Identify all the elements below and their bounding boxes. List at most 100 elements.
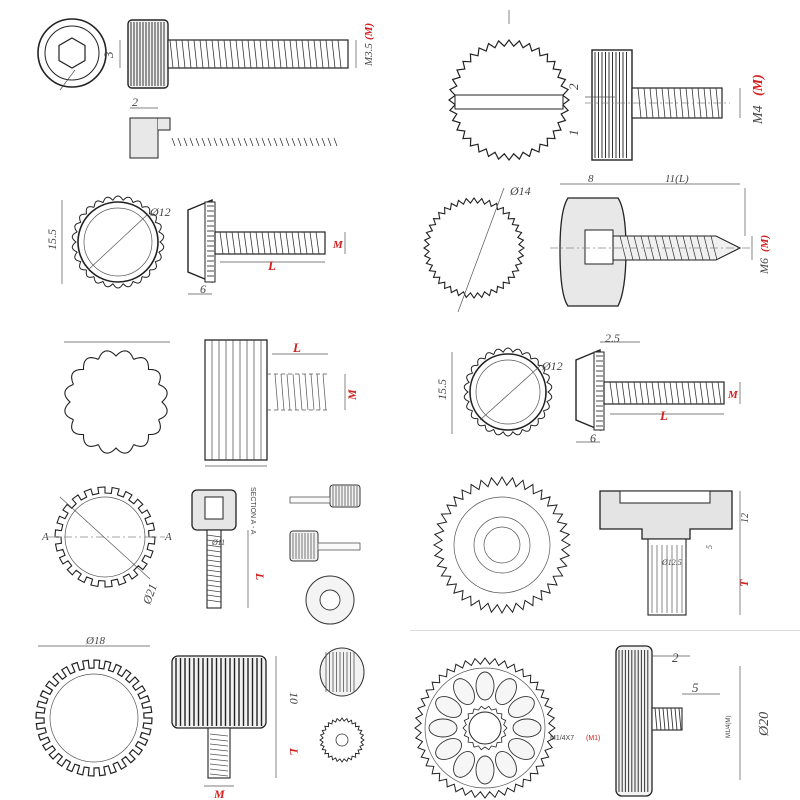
hatch-stroke: [205, 39, 210, 69]
panel-large-knob: 12 Ø12.5 5 T: [400, 475, 800, 630]
hatch-stroke: [219, 231, 224, 255]
large-knob-drawing: 12 Ø12.5 5 T: [432, 475, 751, 616]
scalloped-outline: [64, 350, 168, 454]
hatch-stroke: [273, 231, 278, 255]
hatch-stroke: [225, 231, 230, 255]
hatch-stroke: [322, 373, 327, 411]
hatch-stroke: [298, 373, 303, 411]
hatch-stroke: [255, 231, 260, 255]
shank: [603, 381, 725, 405]
knurled-disc: [448, 39, 570, 161]
gear-knob-section-drawing: A A Ø21 SECTION A - A Ø11 L: [41, 484, 361, 625]
hatch-stroke: [291, 137, 296, 147]
hatch-stroke: [325, 39, 330, 69]
thread-label: M1/4X7: [550, 735, 574, 742]
head-side: [187, 198, 216, 284]
hatch-stroke: [315, 231, 320, 255]
hatch-stroke: [633, 381, 638, 405]
panel-star-knob: M1/4X7 (M1) 2 5 Ø20 M1/4(M): [400, 630, 800, 800]
hatch-stroke: [231, 231, 236, 255]
hatch-stroke: [255, 137, 260, 147]
hub: [468, 711, 502, 745]
section-knob-drawing: Ø14 8 11(L) M6 (M): [423, 173, 771, 313]
knurled-disc: [423, 197, 525, 299]
hatch-stroke: [206, 554, 222, 558]
hatch-stroke: [703, 87, 708, 119]
slotted-screw-drawing: 2 1 M4 (M): [448, 10, 766, 161]
hatch-stroke: [301, 39, 306, 69]
section-arrow-right: A: [164, 531, 172, 543]
hatch-stroke: [209, 773, 229, 777]
hatch-stroke: [666, 707, 670, 731]
top-label: 2.5: [605, 331, 620, 345]
hatch-stroke: [213, 137, 218, 147]
thread-mark: (M1): [586, 735, 600, 742]
hatch-stroke: [687, 381, 692, 405]
hatch-stroke: [651, 381, 656, 405]
square-tooth-gear: [35, 659, 153, 777]
hatch-stroke: [297, 231, 302, 255]
hub-ring: [473, 516, 531, 574]
hatch-stroke: [309, 137, 314, 147]
hatch-stroke: [285, 231, 290, 255]
spoke-pocket: [435, 738, 462, 760]
scalloped-rim: [463, 347, 553, 437]
hatch-stroke: [206, 559, 222, 563]
dia-label: Ø21: [139, 582, 160, 607]
hatch-stroke: [253, 39, 258, 69]
head-face: [469, 353, 547, 431]
hatch-stroke: [169, 39, 174, 69]
hatch-stroke: [235, 39, 240, 69]
hatch-stroke: [206, 574, 222, 578]
hatch-stroke: [291, 231, 296, 255]
dia-leader: [59, 496, 151, 580]
hatch-stroke: [243, 231, 248, 255]
thread-label: M3.5: [363, 43, 375, 67]
hatch-stroke: [273, 137, 278, 147]
hatch-stroke: [297, 137, 302, 147]
hatch-stroke: [337, 39, 342, 69]
hatch-stroke: [189, 137, 194, 147]
hatch-stroke: [327, 137, 332, 147]
hatch-stroke: [231, 137, 236, 147]
d1-label: Ø11: [211, 538, 225, 547]
dia-label: Ø12: [541, 359, 563, 373]
knob-3d-views: [289, 484, 361, 625]
hatch-stroke: [654, 707, 658, 731]
hatch-stroke: [223, 39, 228, 69]
hatch-stroke: [709, 87, 714, 119]
head-face: [77, 201, 159, 283]
spoke-pocket: [453, 678, 475, 705]
thread-mark: (M): [751, 74, 766, 96]
thread-label: M6: [757, 258, 771, 275]
hatch-stroke: [621, 381, 626, 405]
spoke-pocket: [508, 738, 535, 760]
hatch-stroke: [286, 373, 291, 411]
len-label: T: [737, 579, 751, 587]
hatch-stroke: [206, 539, 222, 543]
knob-section-view: [191, 489, 237, 609]
hatch-stroke: [237, 231, 242, 255]
hatch-stroke: [175, 39, 180, 69]
thumb-screw-b-drawing: Ø12 15.5 L M 6 2.5: [435, 331, 741, 445]
height-label: 10: [287, 692, 301, 704]
section-title: SECTION A - A: [249, 487, 256, 535]
panel-section-knob: Ø14 8 11(L) M6 (M): [400, 170, 800, 330]
hatch-stroke: [207, 137, 212, 147]
hatch-stroke: [681, 381, 686, 405]
hatch-stroke: [206, 549, 222, 553]
hatch-stroke: [201, 137, 206, 147]
hatch-stroke: [678, 707, 682, 731]
hatch-stroke: [193, 39, 198, 69]
hatch-stroke: [209, 743, 229, 747]
dia-leader: [87, 213, 149, 271]
hatch-stroke: [333, 137, 338, 147]
hatch-stroke: [661, 87, 666, 119]
hatch-stroke: [241, 39, 246, 69]
hatch-stroke: [331, 39, 336, 69]
hatch-stroke: [206, 569, 222, 573]
hatch-stroke: [209, 758, 229, 762]
spoke-pocket: [512, 718, 542, 738]
hatch-stroke: [206, 594, 222, 598]
